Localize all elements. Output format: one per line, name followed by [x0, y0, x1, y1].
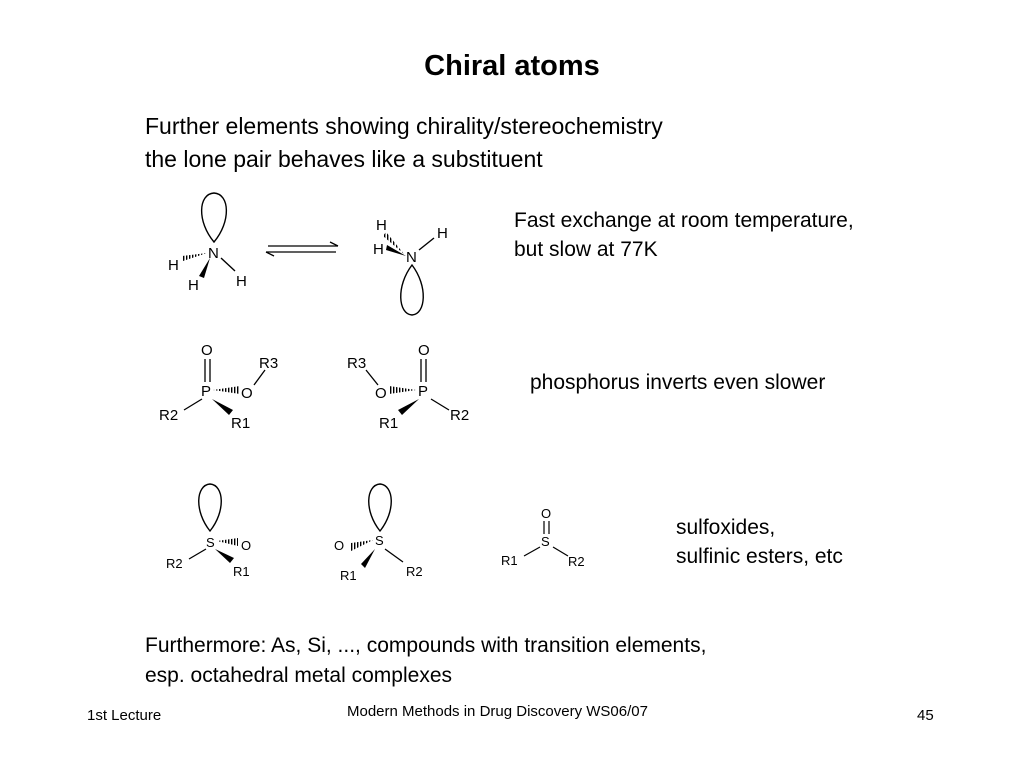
atom-r1: R1	[233, 564, 250, 579]
sulfoxide-left: S O R2 R1	[166, 483, 251, 579]
atom-r1: R1	[501, 553, 518, 568]
hashed-bond	[389, 386, 416, 394]
atom-o: O	[241, 538, 251, 553]
atom-h: H	[168, 257, 179, 274]
atom-h: H	[188, 277, 199, 294]
single-bond	[253, 369, 266, 386]
wedge-bond	[215, 549, 234, 563]
wedge-bond	[199, 258, 210, 278]
atom-r1: R1	[231, 415, 250, 432]
single-bond	[188, 548, 207, 560]
atom-h: H	[236, 273, 247, 290]
atom-r3: R3	[347, 355, 366, 372]
phosphorus-note: phosphorus inverts even slower	[530, 368, 825, 397]
outro-line-1: Furthermore: As, Si, ..., compounds with…	[145, 634, 707, 657]
outro-text: Furthermore: As, Si, ..., compounds with…	[145, 631, 706, 691]
phosphorus-right: O P O R3 R2 R1	[347, 342, 469, 432]
atom-n: N	[406, 249, 417, 266]
hashed-bond	[217, 538, 238, 546]
wedge-bond	[212, 399, 233, 415]
atom-o: O	[418, 342, 430, 359]
atom-r2: R2	[450, 407, 469, 424]
atom-h: H	[437, 225, 448, 242]
wedge-bond	[386, 245, 406, 256]
single-bond	[418, 237, 435, 251]
hashed-bond	[213, 386, 240, 394]
wedge-bond	[398, 399, 419, 415]
atom-h: H	[376, 217, 387, 234]
equilibrium-arrows	[265, 241, 339, 257]
single-bond	[220, 257, 236, 272]
single-bond	[384, 548, 404, 563]
atom-r2: R2	[406, 564, 423, 579]
nitrogen-note-line-1: Fast exchange at room temperature,	[514, 209, 854, 232]
sulfur-note: sulfoxides, sulfinic esters, etc	[676, 513, 843, 571]
slide-title: Chiral atoms	[424, 50, 600, 82]
atom-o: O	[334, 538, 344, 553]
atom-p: P	[418, 383, 428, 400]
phosphorus-left: O P O R3 R2 R1	[159, 342, 278, 432]
atom-o: O	[375, 385, 387, 402]
hashed-bond	[383, 232, 404, 254]
atom-r2: R2	[166, 556, 183, 571]
hashed-bond	[182, 253, 207, 261]
single-bond	[183, 398, 203, 411]
atom-s: S	[206, 535, 215, 550]
lone-pair-lobe	[368, 483, 392, 533]
atom-s: S	[375, 533, 384, 548]
atom-r2: R2	[568, 554, 585, 569]
atom-h: H	[373, 241, 384, 258]
single-bond	[552, 546, 569, 557]
single-bond	[430, 398, 450, 411]
footer-lecture: 1st Lecture	[87, 707, 162, 724]
atom-r1: R1	[340, 568, 357, 583]
intro-text: Further elements showing chirality/stere…	[145, 110, 663, 176]
outro-line-2: esp. octahedral metal complexes	[145, 664, 452, 687]
atom-o: O	[241, 385, 253, 402]
single-bond	[365, 369, 379, 386]
atom-r3: R3	[259, 355, 278, 372]
intro-line-2: the lone pair behaves like a substituent	[145, 146, 543, 172]
phosphorus-note-line-1: phosphorus inverts even slower	[530, 371, 826, 394]
lone-pair-lobe	[198, 483, 222, 533]
sulfoxide-flat: O S R1 R2	[501, 506, 585, 569]
footer-page-number: 45	[917, 707, 934, 724]
atom-p: P	[201, 383, 211, 400]
amine-right: N H H H	[373, 217, 448, 316]
atom-r1: R1	[379, 415, 398, 432]
atom-n: N	[208, 245, 219, 262]
sulfur-note-line-1: sulfoxides,	[676, 516, 776, 539]
sulfoxide-right: S O R2 R1	[334, 483, 423, 583]
atom-o: O	[201, 342, 213, 359]
atom-s: S	[541, 534, 550, 549]
amine-left: N H H H	[168, 192, 247, 294]
single-bond	[523, 546, 541, 557]
hashed-bond	[351, 540, 373, 551]
atom-r2: R2	[159, 407, 178, 424]
nitrogen-note-line-2: but slow at 77K	[514, 238, 658, 261]
wedge-bond	[361, 549, 375, 568]
lone-pair-lobe	[400, 263, 424, 316]
intro-line-1: Further elements showing chirality/stere…	[145, 113, 663, 139]
atom-o: O	[541, 506, 551, 521]
nitrogen-note: Fast exchange at room temperature, but s…	[514, 206, 854, 264]
footer-course: Modern Methods in Drug Discovery WS06/07	[347, 703, 648, 720]
lone-pair-lobe	[201, 192, 227, 244]
sulfur-note-line-2: sulfinic esters, etc	[676, 545, 843, 568]
